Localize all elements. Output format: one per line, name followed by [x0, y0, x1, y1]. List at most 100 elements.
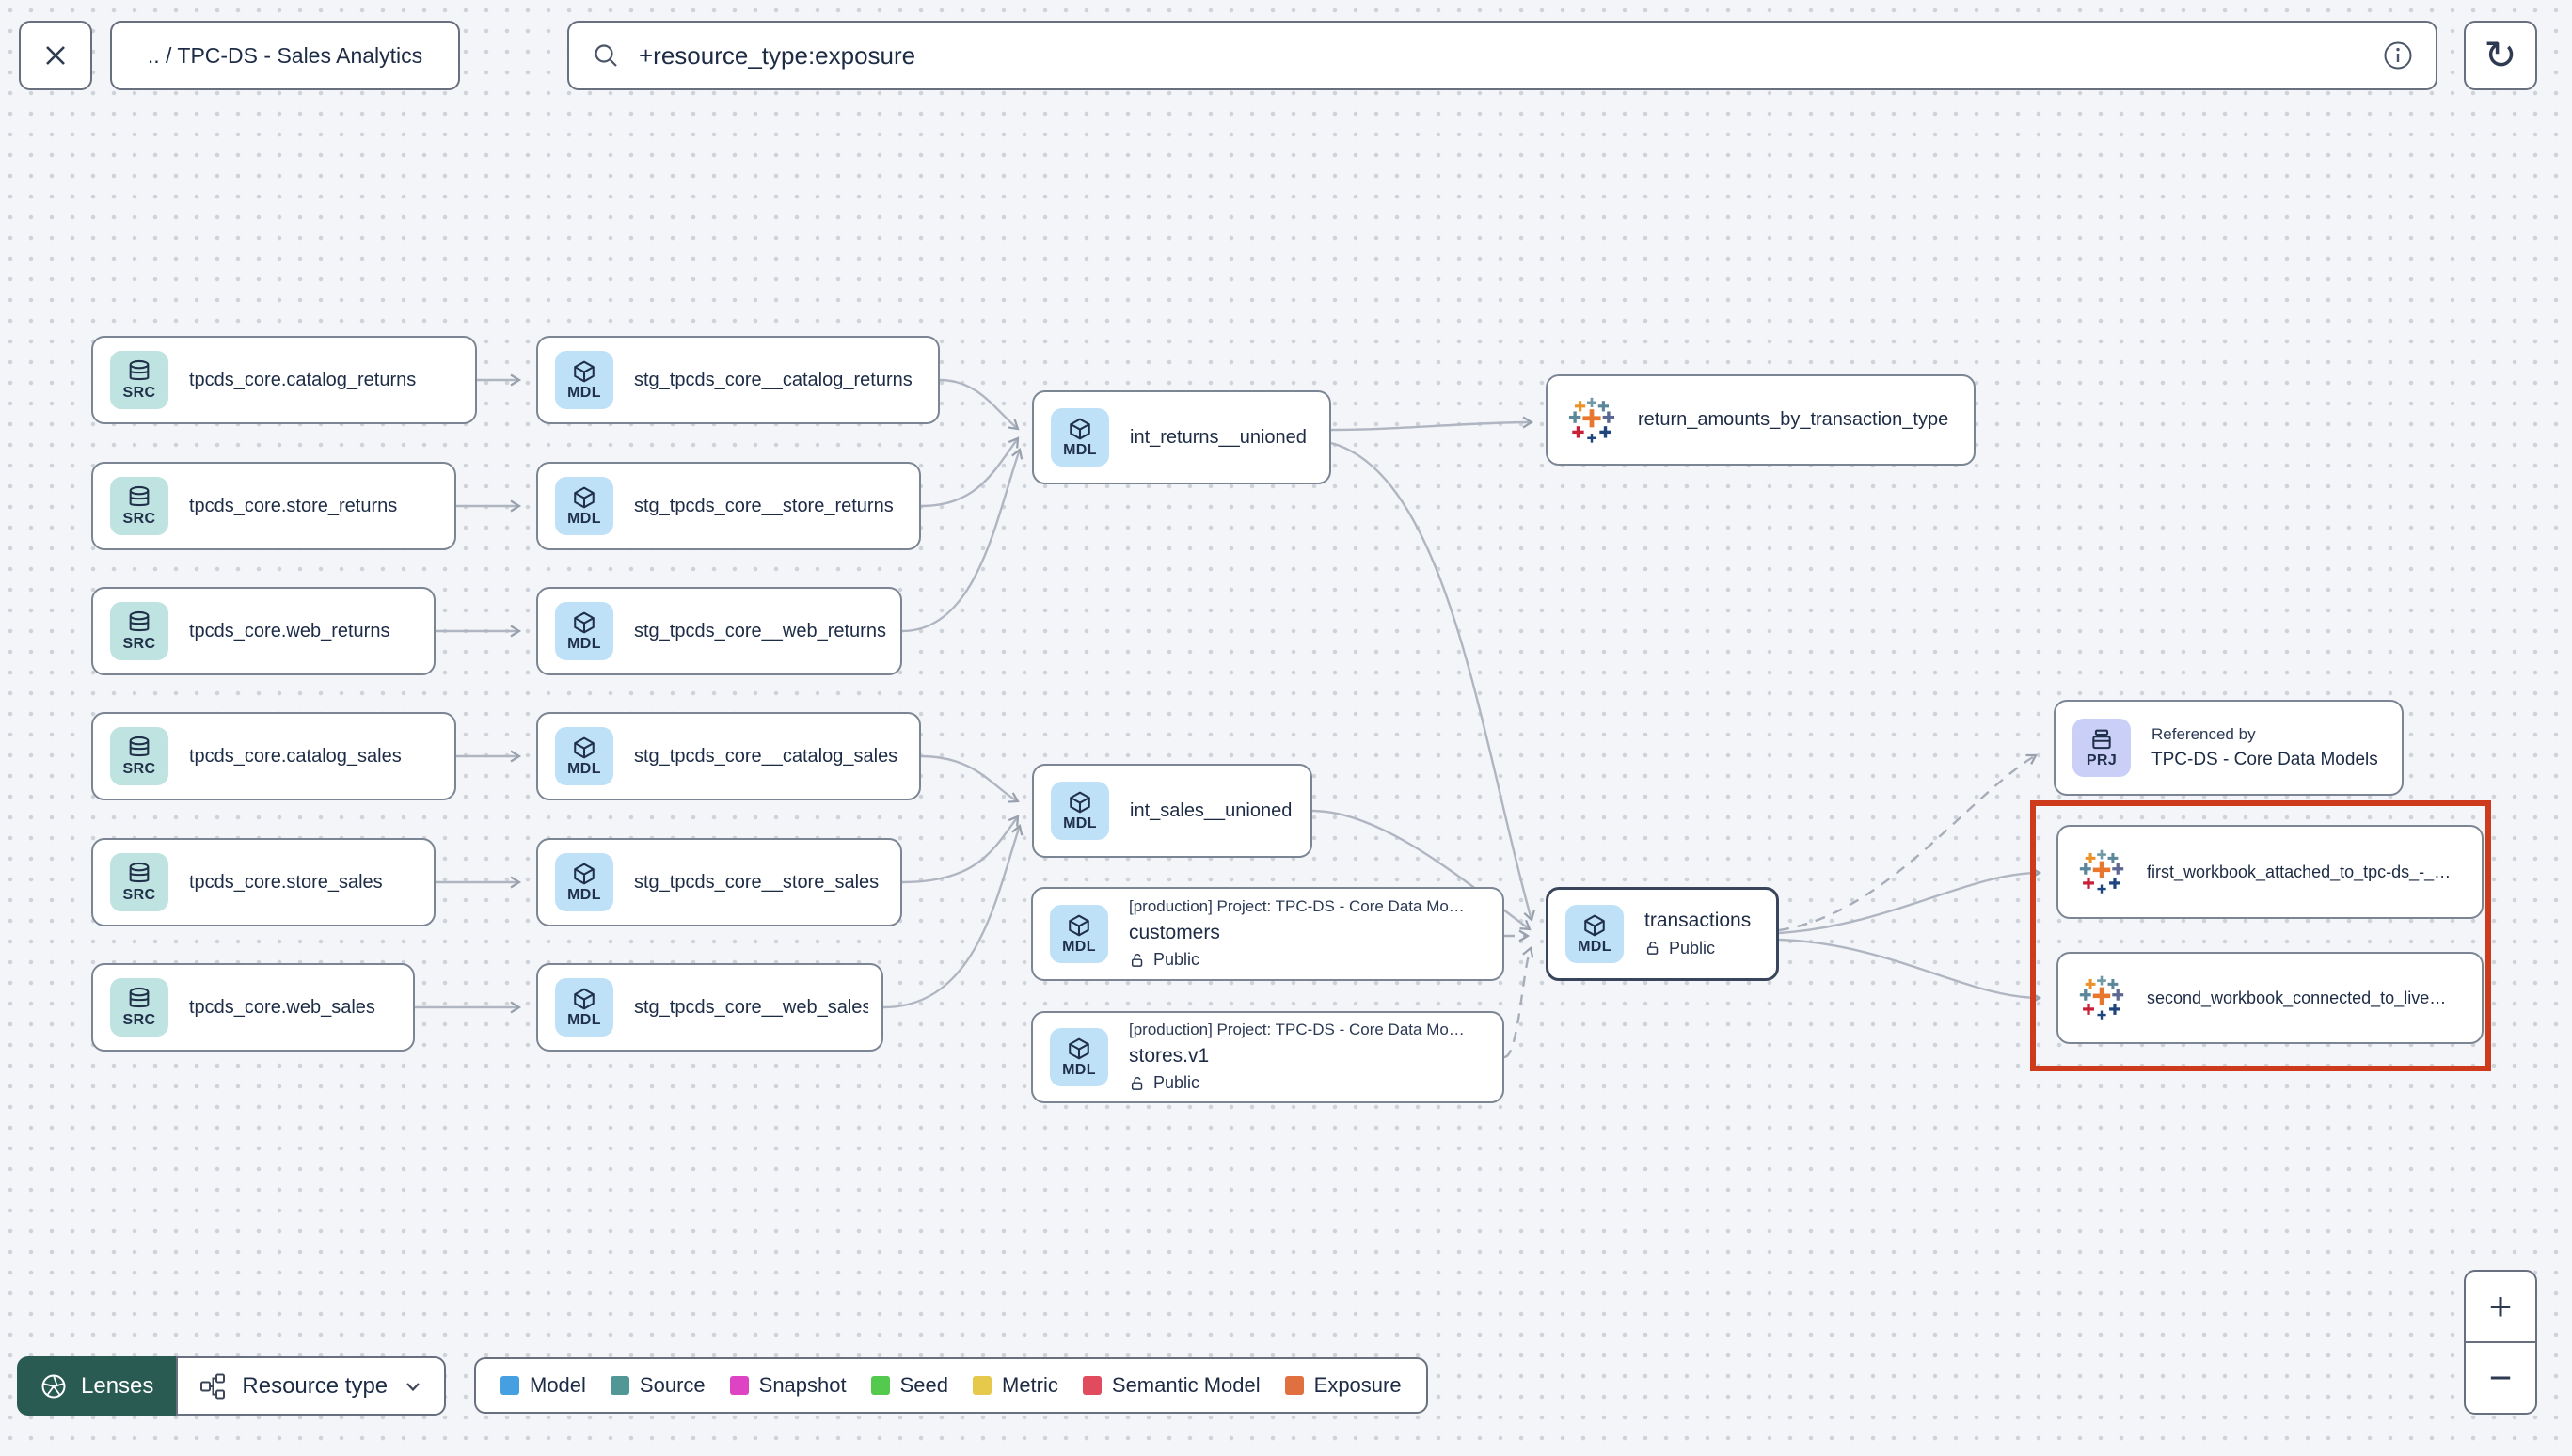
semantic-model-swatch — [1082, 1376, 1102, 1395]
close-button[interactable] — [19, 21, 92, 90]
search-bar[interactable] — [567, 21, 2437, 90]
source-badge: SRC — [110, 602, 168, 660]
zoom-out-button[interactable]: − — [2466, 1343, 2535, 1413]
model-swatch — [500, 1376, 519, 1395]
node-stg-store-sales[interactable]: MDL stg_tpcds_core__store_sales — [536, 838, 902, 926]
refresh-button[interactable]: ↻ — [2464, 21, 2537, 90]
database-icon — [127, 987, 151, 1011]
node-source-catalog-sales[interactable]: SRC tpcds_core.catalog_sales — [91, 712, 456, 800]
node-source-catalog-returns[interactable]: SRC tpcds_core.catalog_returns — [91, 336, 477, 424]
breadcrumb-label: .. / TPC-DS - Sales Analytics — [147, 42, 423, 68]
node-workbook-second[interactable]: second_workbook_connected_to_live… — [2056, 952, 2484, 1044]
node-source-web-sales[interactable]: SRC tpcds_core.web_sales — [91, 963, 415, 1052]
model-badge: MDL — [1050, 905, 1108, 963]
node-label: stg_tpcds_core__store_sales — [634, 871, 880, 893]
node-stg-web-returns[interactable]: MDL stg_tpcds_core__web_returns — [536, 587, 902, 675]
legend-item-metric: Metric — [973, 1373, 1058, 1398]
database-icon — [127, 359, 151, 384]
node-label: first_workbook_attached_to_tpc-ds_-_… — [2147, 862, 2452, 881]
node-label: stores.v1 — [1129, 1044, 1210, 1067]
source-badge: SRC — [110, 853, 168, 911]
node-stg-catalog-sales[interactable]: MDL stg_tpcds_core__catalog_sales — [536, 712, 921, 800]
node-int-returns-unioned[interactable]: MDL int_returns__unioned — [1032, 390, 1331, 484]
minus-icon: − — [2488, 1355, 2513, 1400]
source-badge: SRC — [110, 351, 168, 409]
node-label: tpcds_core.catalog_returns — [189, 369, 417, 390]
node-label: tpcds_core.catalog_sales — [189, 745, 402, 767]
source-badge: SRC — [110, 727, 168, 785]
cube-icon — [572, 610, 596, 635]
database-icon — [127, 736, 151, 760]
node-stg-web-sales[interactable]: MDL stg_tpcds_core__web_sales — [536, 963, 883, 1052]
cube-icon — [1068, 790, 1092, 815]
node-project-label: [production] Project: TPC-DS - Core Data… — [1129, 1020, 1465, 1038]
node-customers[interactable]: MDL [production] Project: TPC-DS - Core … — [1031, 887, 1504, 981]
cube-icon — [1067, 913, 1091, 938]
lens-aperture-icon — [41, 1374, 66, 1398]
breadcrumb[interactable]: .. / TPC-DS - Sales Analytics — [110, 21, 460, 90]
node-project-label: [production] Project: TPC-DS - Core Data… — [1129, 896, 1465, 915]
model-badge: MDL — [555, 727, 613, 785]
cube-icon — [572, 359, 596, 384]
cube-icon — [572, 485, 596, 510]
database-icon — [127, 485, 151, 510]
source-badge: SRC — [110, 477, 168, 535]
node-stg-catalog-returns[interactable]: MDL stg_tpcds_core__catalog_returns — [536, 336, 940, 424]
node-int-sales-unioned[interactable]: MDL int_sales__unioned — [1032, 764, 1312, 858]
node-visibility: Public — [1153, 950, 1200, 970]
node-label: stg_tpcds_core__catalog_returns — [634, 369, 913, 390]
exposure-swatch — [1284, 1376, 1304, 1395]
zoom-in-button[interactable]: + — [2466, 1272, 2535, 1343]
tableau-icon — [2077, 847, 2126, 896]
model-badge: MDL — [555, 351, 613, 409]
project-badge: PRJ — [2072, 719, 2131, 777]
node-label: stg_tpcds_core__web_returns — [634, 620, 886, 641]
resource-type-dropdown[interactable]: Resource type — [176, 1356, 447, 1416]
legend-item-seed: Seed — [870, 1373, 948, 1398]
node-label: int_sales__unioned — [1130, 799, 1293, 821]
metric-swatch — [973, 1376, 992, 1395]
legend-item-source: Source — [610, 1373, 706, 1398]
cube-icon — [1067, 1037, 1091, 1061]
database-icon — [127, 862, 151, 886]
node-label: transactions — [1644, 910, 1752, 932]
close-icon — [46, 46, 65, 65]
cube-icon — [1068, 417, 1092, 441]
node-source-store-returns[interactable]: SRC tpcds_core.store_returns — [91, 462, 456, 550]
zoom-control: + − — [2464, 1270, 2537, 1415]
node-stg-store-returns[interactable]: MDL stg_tpcds_core__store_returns — [536, 462, 921, 550]
node-source-store-sales[interactable]: SRC tpcds_core.store_sales — [91, 838, 436, 926]
node-exposure-return-amounts[interactable]: return_amounts_by_transaction_type — [1546, 374, 1976, 466]
node-source-web-returns[interactable]: SRC tpcds_core.web_returns — [91, 587, 436, 675]
plus-icon: + — [2488, 1284, 2513, 1328]
node-label: tpcds_core.web_sales — [189, 996, 375, 1018]
node-label: tpcds_core.web_returns — [189, 620, 390, 641]
cube-icon — [572, 736, 596, 760]
model-badge: MDL — [1565, 905, 1624, 963]
model-badge: MDL — [555, 978, 613, 1037]
info-icon[interactable] — [2383, 40, 2413, 71]
archive-icon — [2089, 727, 2114, 752]
cube-icon — [1582, 913, 1607, 938]
legend-item-semantic-model: Semantic Model — [1082, 1373, 1261, 1398]
seed-swatch — [870, 1376, 890, 1395]
model-badge: MDL — [555, 477, 613, 535]
legend-item-model: Model — [500, 1373, 586, 1398]
node-referenced-by-project[interactable]: PRJ Referenced by TPC-DS - Core Data Mod… — [2054, 700, 2404, 796]
source-badge: SRC — [110, 978, 168, 1037]
node-label: customers — [1129, 921, 1220, 943]
node-stores-v1[interactable]: MDL [production] Project: TPC-DS - Core … — [1031, 1011, 1504, 1103]
resource-type-label: Resource type — [242, 1372, 389, 1399]
node-workbook-first[interactable]: first_workbook_attached_to_tpc-ds_-_… — [2056, 825, 2484, 919]
cube-icon — [572, 987, 596, 1011]
node-transactions[interactable]: MDL transactions Public — [1546, 887, 1779, 981]
refresh-icon: ↻ — [2484, 32, 2517, 78]
node-label: tpcds_core.store_returns — [189, 495, 398, 516]
lenses-button[interactable]: Lenses — [17, 1356, 177, 1416]
search-input[interactable] — [637, 40, 2383, 71]
node-label: TPC-DS - Core Data Models — [2151, 749, 2378, 769]
chevron-down-icon — [406, 1382, 420, 1391]
search-icon — [595, 44, 617, 67]
